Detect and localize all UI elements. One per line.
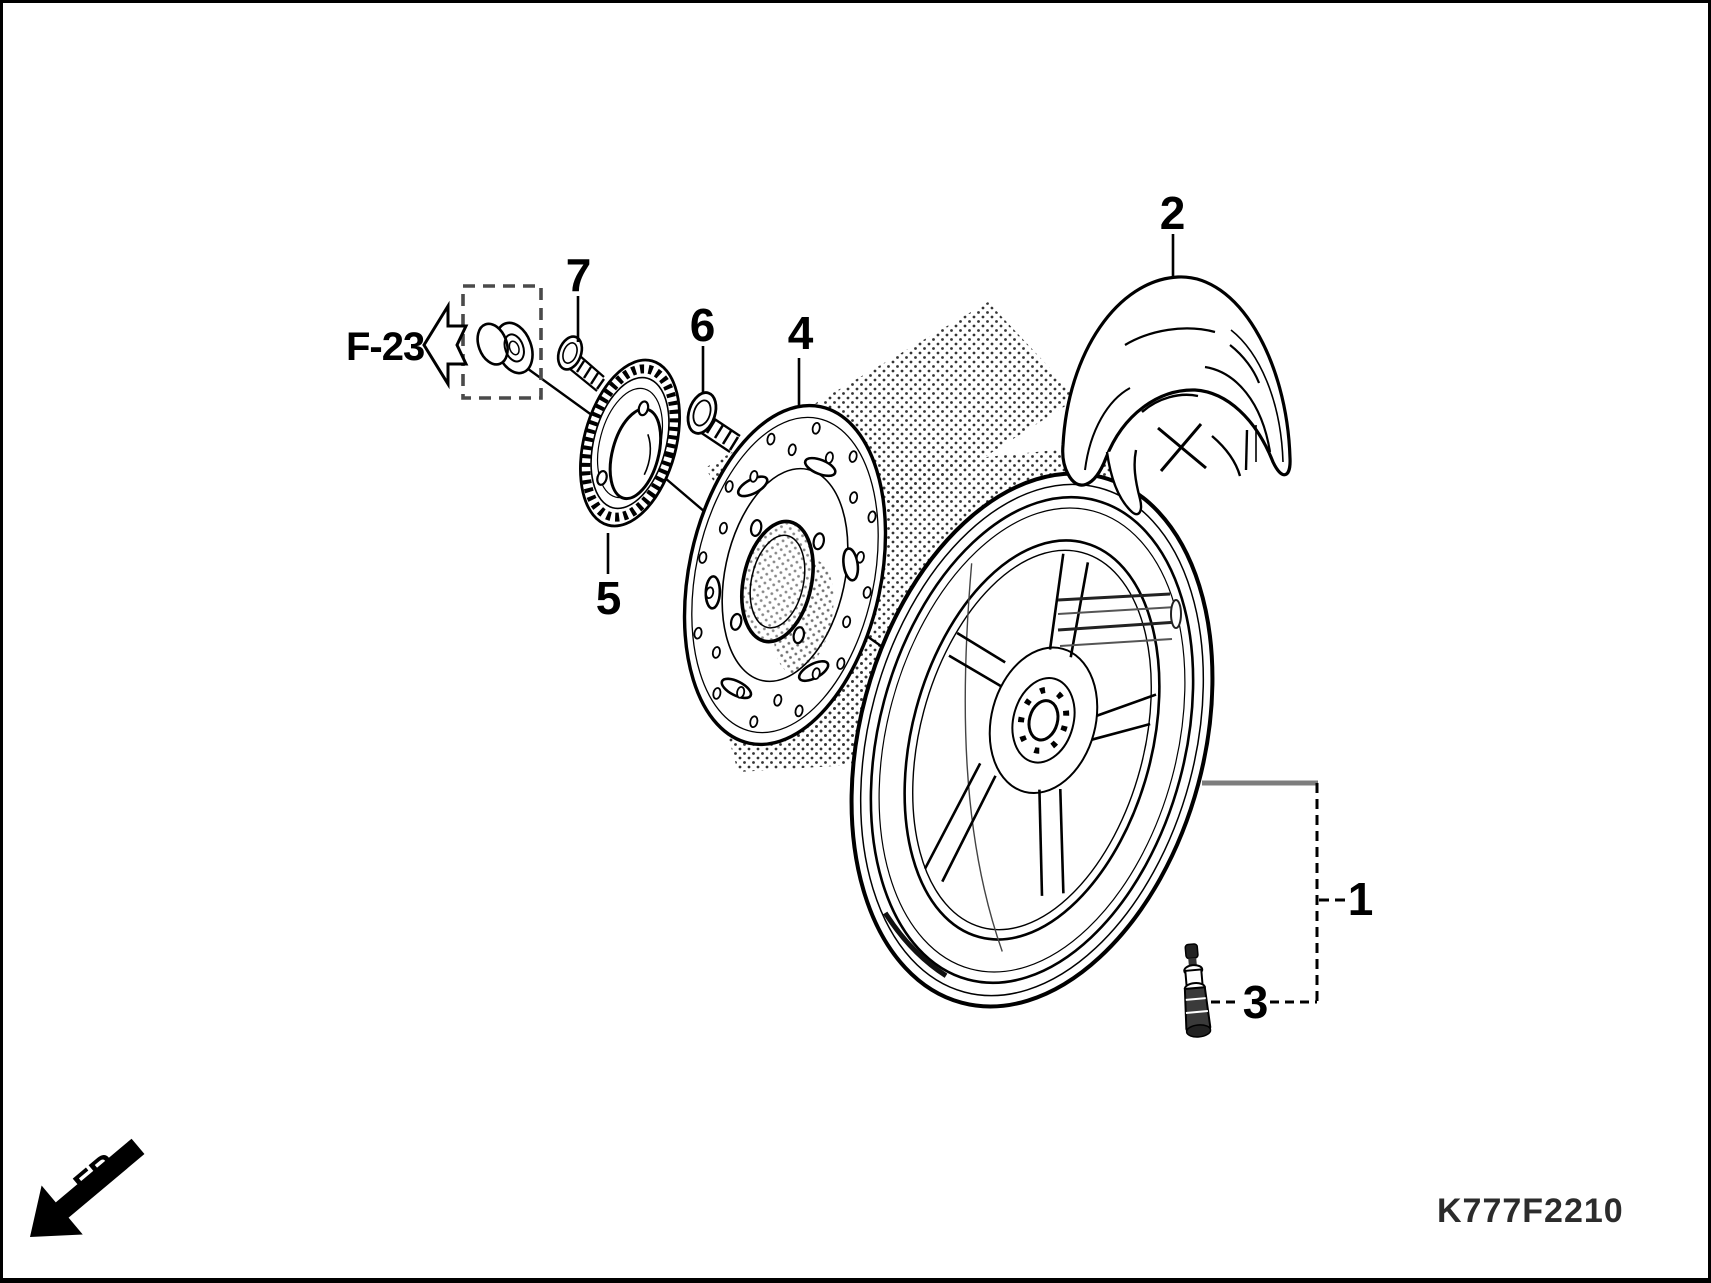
callout-2-label: 2 bbox=[1160, 187, 1185, 239]
tire-valve-drawing bbox=[1183, 943, 1212, 1038]
brake-disc-drawing bbox=[682, 403, 888, 747]
callout-1-label: 1 bbox=[1348, 873, 1373, 925]
callout-6-label: 6 bbox=[690, 299, 715, 351]
pulser-ring-drawing bbox=[579, 358, 681, 528]
axle-detail bbox=[1057, 592, 1182, 647]
callout-lines bbox=[576, 234, 1347, 1004]
hub-cover-drawing bbox=[1061, 275, 1292, 516]
reference-box: F-23 bbox=[346, 284, 543, 400]
callout-3-label: 3 bbox=[1243, 976, 1268, 1028]
callout-4-label: 4 bbox=[788, 307, 814, 359]
collar-drawing bbox=[476, 321, 534, 375]
sensor-bolt-drawing bbox=[556, 335, 605, 392]
callout-7-label: 7 bbox=[566, 249, 591, 301]
front-wheel-drawing bbox=[849, 471, 1215, 1009]
front-direction-arrow: FR. bbox=[30, 1138, 145, 1237]
reference-label: F-23 bbox=[346, 325, 424, 369]
disc-bolt-drawing bbox=[686, 391, 741, 453]
reference-arrow-icon bbox=[422, 300, 469, 390]
callout-5-label: 5 bbox=[596, 572, 621, 624]
figure-code: K777F2210 bbox=[1437, 1192, 1624, 1230]
